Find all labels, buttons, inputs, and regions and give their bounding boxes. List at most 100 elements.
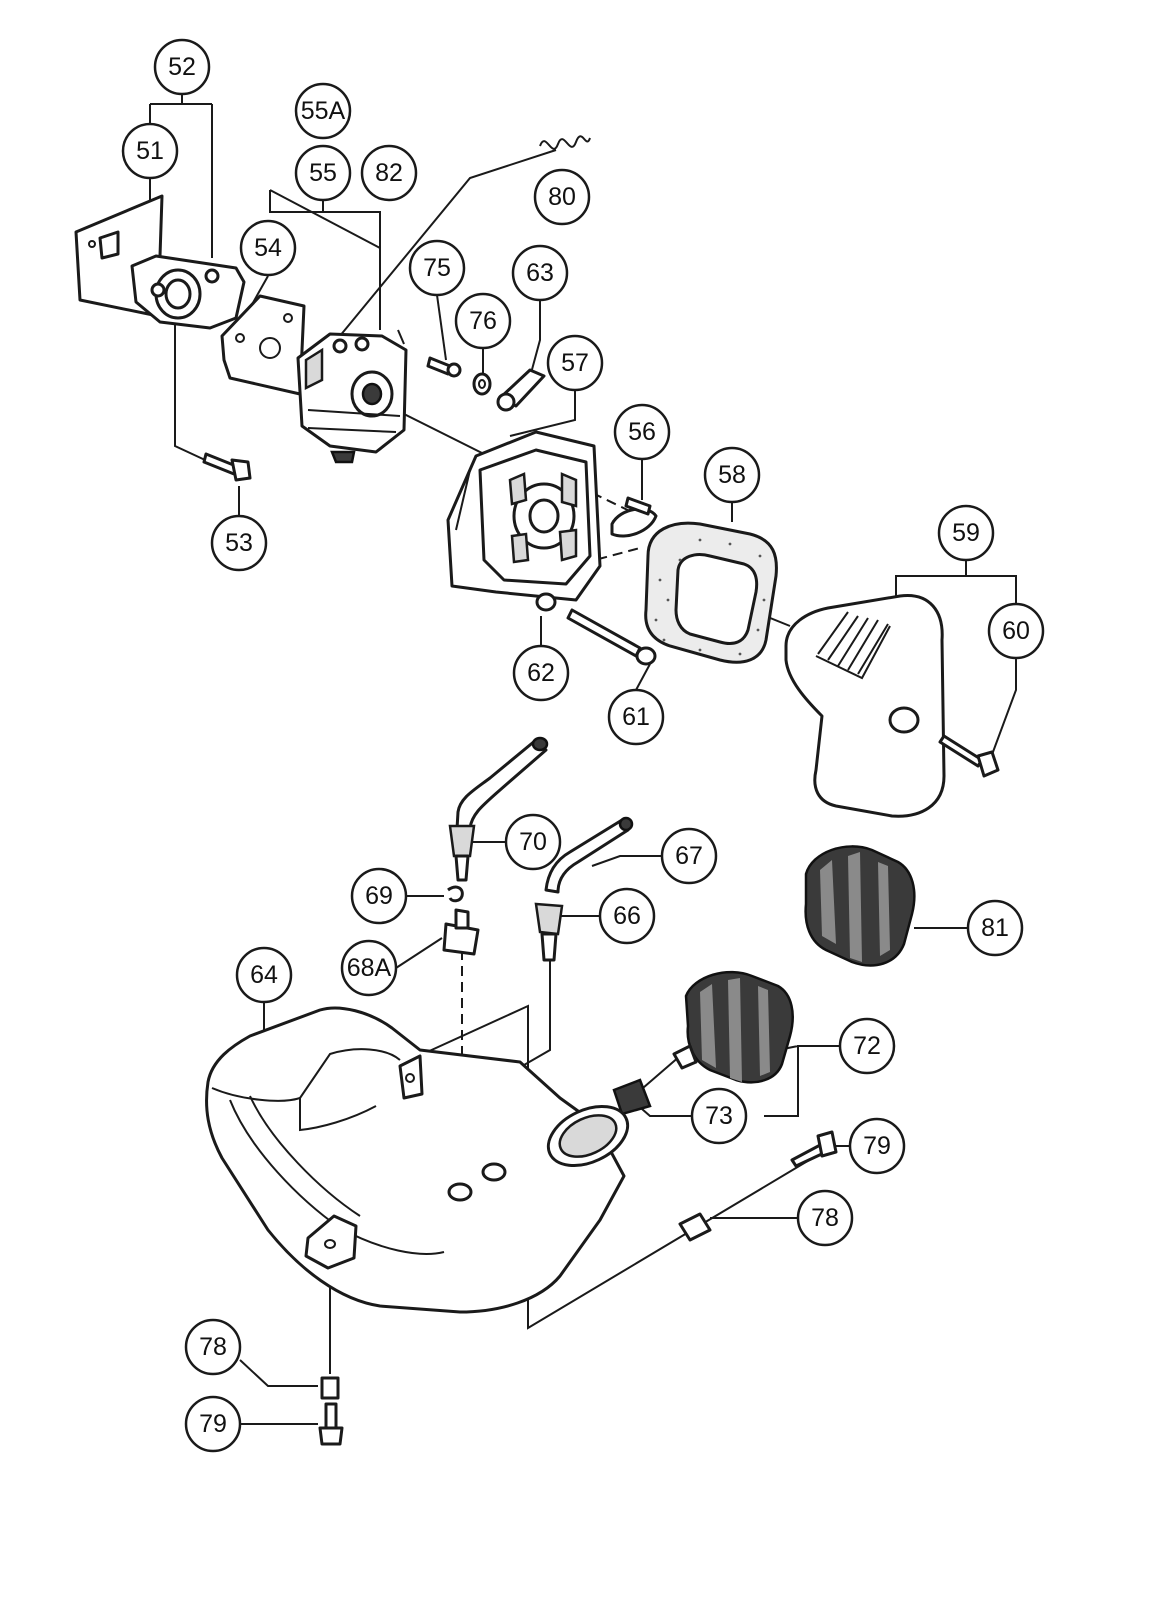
callout-circle: [121, 122, 179, 180]
callout-number: 61: [622, 703, 650, 731]
callout-circle: [690, 1087, 748, 1145]
callout-number: 60: [1002, 617, 1030, 645]
part-56-choke: [610, 496, 658, 538]
callout-78b: 78: [184, 1318, 242, 1376]
callout-80: 80: [533, 168, 591, 226]
callout-circle: [294, 144, 352, 202]
callout-circle: [796, 1189, 854, 1247]
callout-number: 80: [548, 183, 576, 211]
callout-68A: 68A: [340, 939, 398, 997]
part-78-right-collar: [678, 1212, 712, 1242]
callout-number: 70: [519, 828, 547, 856]
callout-circle: [848, 1117, 906, 1175]
part-81-cap: [804, 845, 916, 967]
callout-circle: [210, 514, 268, 572]
callout-81: 81: [966, 899, 1024, 957]
callout-number: 67: [675, 842, 703, 870]
callout-number: 76: [469, 307, 497, 335]
callout-53: 53: [210, 514, 268, 572]
callout-69: 69: [350, 867, 408, 925]
callout-circle: [937, 504, 995, 562]
callout-70: 70: [504, 813, 562, 871]
part-68A-filter: [442, 908, 480, 956]
callout-51: 51: [121, 122, 179, 180]
callout-number: 52: [168, 53, 196, 81]
callout-78a: 78: [796, 1189, 854, 1247]
callout-56: 56: [613, 403, 671, 461]
callout-circle: [703, 446, 761, 504]
callout-number: 73: [705, 1102, 733, 1130]
callout-55A: 55A: [294, 82, 352, 140]
callout-circle: [360, 144, 418, 202]
callout-number: 69: [365, 882, 393, 910]
part-80-spring: [539, 135, 591, 150]
part-72-fuel-cap: [684, 970, 794, 1084]
callout-82: 82: [360, 144, 418, 202]
callout-circle: [504, 813, 562, 871]
part-62-washer: [535, 592, 557, 612]
callout-circle: [350, 867, 408, 925]
callout-number: 68A: [347, 954, 392, 982]
callout-number: 72: [853, 1032, 881, 1060]
part-79-left-bolt: [318, 1402, 344, 1446]
callout-circle: [607, 688, 665, 746]
callout-79a: 79: [848, 1117, 906, 1175]
callout-54: 54: [239, 219, 297, 277]
part-52-insulator: [130, 254, 246, 330]
cover-vents: [815, 611, 891, 680]
callout-61: 61: [607, 688, 665, 746]
part-59-cover: [784, 594, 946, 818]
callout-number: 82: [375, 159, 403, 187]
callout-66: 66: [598, 887, 656, 945]
callout-number: 79: [863, 1132, 891, 1160]
callout-63: 63: [511, 244, 569, 302]
callout-circle: [598, 887, 656, 945]
part-63-lever: [496, 368, 546, 412]
part-70-fuel-line: [448, 736, 549, 882]
callout-72: 72: [838, 1017, 896, 1075]
callout-number: 57: [561, 349, 589, 377]
callout-number: 81: [981, 914, 1009, 942]
part-67-return-line: [544, 816, 634, 894]
callout-circle: [184, 1318, 242, 1376]
callout-number: 66: [613, 902, 641, 930]
callout-57: 57: [546, 334, 604, 392]
callout-60: 60: [987, 602, 1045, 660]
part-78-left-collar: [320, 1376, 340, 1400]
part-61-bolt: [566, 608, 657, 666]
callout-circle: [613, 403, 671, 461]
part-60-knob-bolt: [938, 734, 1000, 778]
part-64-fuel-tank: [205, 1006, 630, 1314]
callout-number: 55A: [301, 97, 346, 125]
callout-number: 59: [952, 519, 980, 547]
callout-number: 78: [199, 1333, 227, 1361]
callout-circle: [512, 644, 570, 702]
callout-circle: [235, 946, 293, 1004]
part-73-tether: [612, 1044, 698, 1116]
callout-67: 67: [660, 827, 718, 885]
callout-75: 75: [408, 239, 466, 297]
callout-circle: [660, 827, 718, 885]
callout-number: 63: [526, 259, 554, 287]
callout-number: 58: [718, 461, 746, 489]
callout-number: 56: [628, 418, 656, 446]
callout-number: 75: [423, 254, 451, 282]
callout-62: 62: [512, 644, 570, 702]
callout-circle: [340, 939, 398, 997]
part-57-air-cleaner-housing: [446, 430, 602, 602]
part-66-fitting: [534, 902, 564, 962]
callout-circle: [966, 899, 1024, 957]
part-79-right-bolt: [790, 1130, 838, 1168]
callout-number: 53: [225, 529, 253, 557]
callout-79b: 79: [184, 1395, 242, 1453]
callout-circle: [546, 334, 604, 392]
part-53-bolt: [202, 452, 252, 482]
callout-number: 62: [527, 659, 555, 687]
callout-59: 59: [937, 504, 995, 562]
callout-73: 73: [690, 1087, 748, 1145]
callout-circle: [511, 244, 569, 302]
part-69-clip: [447, 885, 464, 903]
callout-circle: [294, 82, 352, 140]
